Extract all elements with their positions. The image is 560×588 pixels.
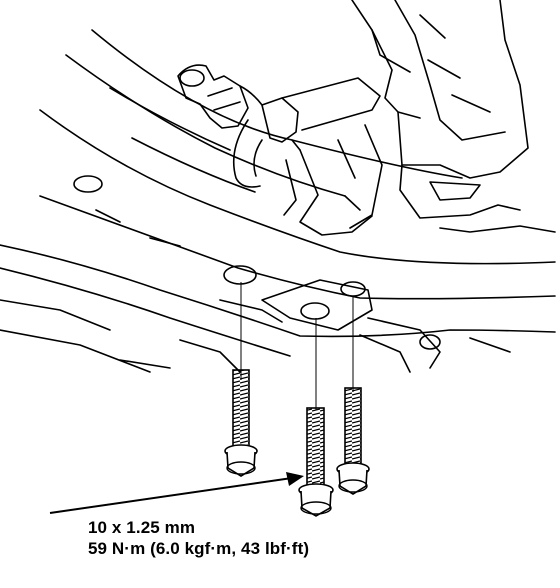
mounting-holes [73, 175, 441, 350]
torque-spec: 59 N·m (6.0 kgf·m, 43 lbf·ft) [88, 539, 310, 558]
bolt-right [336, 387, 370, 495]
subframe-beam [39, 29, 556, 300]
bolt-left [224, 369, 258, 477]
bolt-middle [298, 407, 334, 517]
callout-arrow [49, 472, 304, 514]
hose-fitting [177, 64, 381, 188]
engine-block [283, 0, 556, 236]
bolt-size-spec: 10 x 1.25 mm [88, 518, 196, 537]
leader-lines [240, 282, 354, 410]
lower-bracket [0, 244, 556, 373]
